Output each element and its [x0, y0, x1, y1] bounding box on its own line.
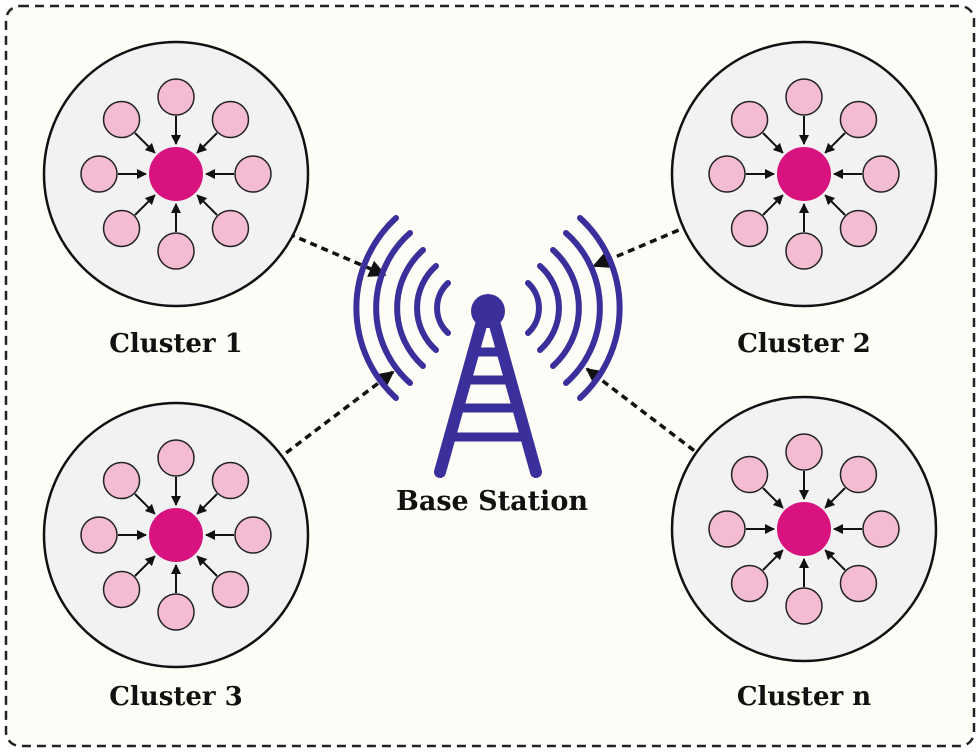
cluster-2-member-node [862, 155, 900, 193]
cluster-n-member-node [839, 455, 878, 494]
cluster-2-member-node [730, 100, 769, 139]
cluster-n-label: Cluster n [737, 682, 871, 712]
clusters-layer [42, 40, 938, 669]
cluster-3-member-node [157, 439, 195, 477]
cluster-2-member-node [785, 232, 823, 270]
cluster-2-member-link [762, 194, 784, 216]
cluster-2-member-node [730, 209, 769, 248]
cluster-3-group [42, 401, 310, 669]
cluster-1-member-node [80, 155, 118, 193]
cluster-1-member-node [102, 209, 141, 248]
cluster-1-group [42, 40, 310, 308]
cluster-3-member-link [196, 555, 218, 577]
cluster-1-member-node [211, 100, 250, 139]
cluster-n-member-link [824, 487, 846, 509]
cluster-n-member-node [730, 455, 769, 494]
cluster-3-member-link [196, 493, 218, 515]
cluster-1-head-node [149, 147, 203, 201]
cluster-1-label: Cluster 1 [109, 329, 243, 359]
cluster-n-member-node [708, 510, 746, 548]
cluster-3-member-node [157, 593, 195, 631]
cluster-3-member-node [80, 516, 118, 554]
cluster-n-member-link [762, 487, 784, 509]
cluster-1-member-node [211, 209, 250, 248]
base-station-label: Base Station [396, 486, 588, 517]
cluster-2-member-link [824, 132, 846, 154]
cluster-2-member-node [708, 155, 746, 193]
cluster-3-member-node [234, 516, 272, 554]
cluster-1-member-link [134, 132, 156, 154]
cluster-2-head-node [777, 147, 831, 201]
cluster-2-member-link [824, 194, 846, 216]
cluster-1-member-node [157, 232, 195, 270]
cluster-n-member-node [839, 564, 878, 603]
cluster-2-member-node [785, 78, 823, 116]
cluster-1-member-node [102, 100, 141, 139]
cluster-3-member-link [134, 555, 156, 577]
cluster-2-member-node [839, 100, 878, 139]
cluster-2-member-link [762, 132, 784, 154]
cluster-1-member-node [234, 155, 272, 193]
cluster-n-member-node [862, 510, 900, 548]
cluster-3-member-link [134, 493, 156, 515]
cluster-n-member-link [824, 549, 846, 571]
cluster-n-member-node [785, 587, 823, 625]
cluster-1-member-node [157, 78, 195, 116]
base-station-tower-icon [353, 215, 623, 478]
cluster-2-label: Cluster 2 [737, 329, 871, 359]
cluster-n-head-node [777, 502, 831, 556]
cluster-3-head-node [149, 508, 203, 562]
cluster-1-member-link [134, 194, 156, 216]
cluster-n-group [670, 395, 938, 663]
cluster-3-label: Cluster 3 [109, 682, 243, 712]
cluster-2-member-node [839, 209, 878, 248]
cluster-3-member-node [211, 461, 250, 500]
cluster-1-member-link [196, 194, 218, 216]
cluster-1-member-link [196, 132, 218, 154]
cluster-2-group [670, 40, 938, 308]
cluster-3-member-node [102, 570, 141, 609]
cluster-n-member-link [762, 549, 784, 571]
cluster-n-member-node [785, 433, 823, 471]
cluster-3-member-node [102, 461, 141, 500]
cluster-n-member-node [730, 564, 769, 603]
cluster-3-member-node [211, 570, 250, 609]
